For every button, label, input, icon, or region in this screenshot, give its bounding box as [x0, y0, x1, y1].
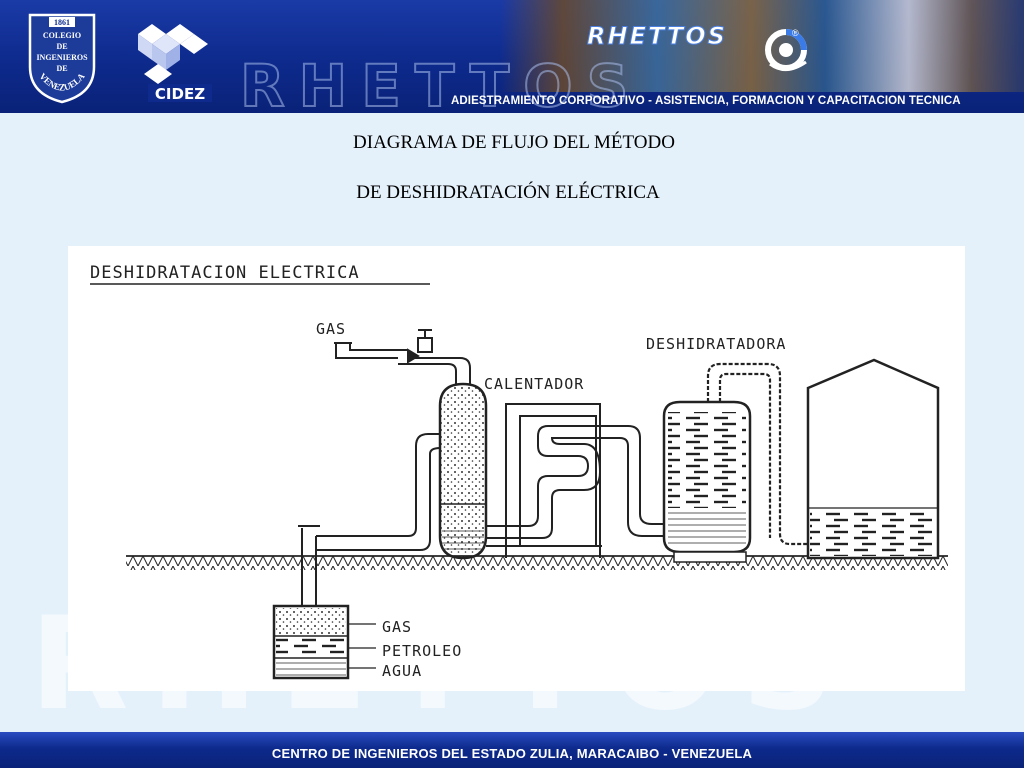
seal-line-de-2: DE — [56, 64, 67, 73]
dehydrator-label: DESHIDRATADORA — [646, 335, 786, 353]
cidez-label: CIDEZ — [155, 85, 205, 103]
well-legend-agua: AGUA — [382, 662, 422, 680]
slide-title-line-1: DIAGRAMA DE FLUJO DEL MÉTODO — [353, 132, 675, 153]
header-photo-collage — [500, 0, 1024, 92]
cidez-logo-icon: CIDEZ — [138, 24, 212, 103]
footer-text: CENTRO DE INGENIEROS DEL ESTADO ZULIA, M… — [271, 746, 753, 761]
dehydrator-vessel — [662, 400, 752, 563]
diagram-heading: DESHIDRATACION ELECTRICA — [90, 263, 360, 283]
heater-label: CALENTADOR — [484, 375, 584, 393]
dehydrator-outlet-pipe — [706, 362, 808, 546]
seal-line-colegio: COLEGIO — [43, 31, 81, 40]
well-riser-pipe — [298, 433, 441, 606]
well-legend-gas: GAS — [382, 618, 412, 636]
gas-outlet-pipe — [334, 329, 471, 384]
storage-tank — [806, 358, 940, 560]
seal-line-de: DE — [56, 42, 67, 51]
rhettos-logo: RHETTOS — [587, 22, 727, 51]
rhettos-swirl-icon — [765, 29, 807, 71]
seal-line-ingenieros: INGENIEROS — [36, 53, 88, 62]
gas-separator-vessel — [438, 382, 488, 560]
footer-bar — [0, 732, 1024, 768]
slide-title-line-2: DE DESHIDRATACIÓN ELÉCTRICA — [356, 182, 660, 203]
well-reservoir — [272, 604, 376, 680]
seal-year: 1861 — [54, 18, 70, 27]
header-tagline: ADIESTRAMIENTO CORPORATIVO - ASISTENCIA,… — [451, 95, 961, 107]
header-banner: 1861 COLEGIO DE INGENIEROS DE VENEZUELA … — [0, 0, 1024, 113]
registered-mark: ® — [792, 28, 799, 38]
well-legend-petroleo: PETROLEO — [382, 642, 462, 660]
dehydration-flow-diagram: DESHIDRATACION ELECTRICA GAS PETROLEO AG… — [68, 246, 965, 691]
gas-outlet-label: GAS — [316, 320, 346, 338]
heater-housing — [486, 403, 602, 558]
header-wordmark: RHETTOS — [239, 51, 643, 113]
colegio-ingenieros-seal-icon: 1861 COLEGIO DE INGENIEROS DE VENEZUELA — [28, 13, 96, 104]
